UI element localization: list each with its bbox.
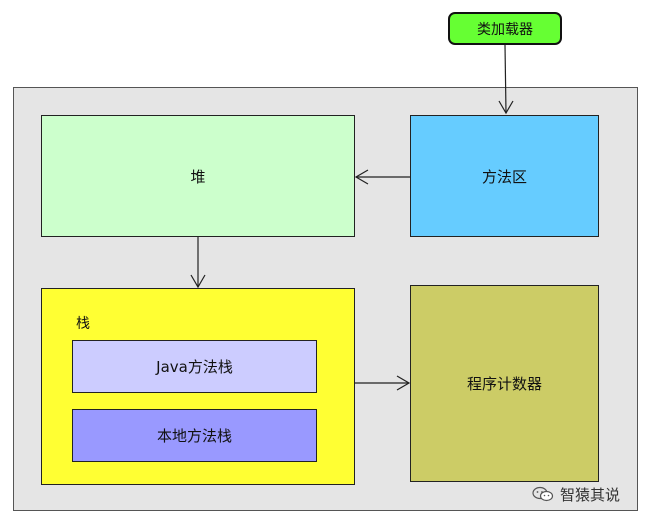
stack-label: 栈 — [76, 316, 90, 332]
heap-label: 堆 — [190, 167, 206, 186]
watermark: 智猿其说 — [532, 480, 644, 508]
native-method-stack-label: 本地方法栈 — [156, 427, 232, 445]
class-loader-box: 类加载器 — [448, 12, 562, 45]
method-area-box: 方法区 — [410, 115, 599, 237]
arrow-class-loader-to-method-area — [498, 44, 514, 115]
native-method-stack-box: 本地方法栈 — [72, 409, 317, 462]
java-method-stack-box: Java方法栈 — [72, 340, 317, 393]
class-loader-label: 类加载器 — [477, 21, 533, 38]
arrow-method-area-to-heap — [354, 169, 410, 185]
wechat-icon — [532, 485, 554, 503]
watermark-text: 智猿其说 — [560, 485, 621, 504]
method-area-label: 方法区 — [481, 167, 527, 186]
program-counter-label: 程序计数器 — [466, 375, 542, 393]
program-counter-box: 程序计数器 — [410, 285, 599, 482]
heap-box: 堆 — [41, 115, 355, 237]
arrow-stack-to-program-counter — [355, 375, 411, 391]
arrow-heap-to-stack — [190, 237, 206, 289]
java-method-stack-label: Java方法栈 — [156, 358, 233, 376]
